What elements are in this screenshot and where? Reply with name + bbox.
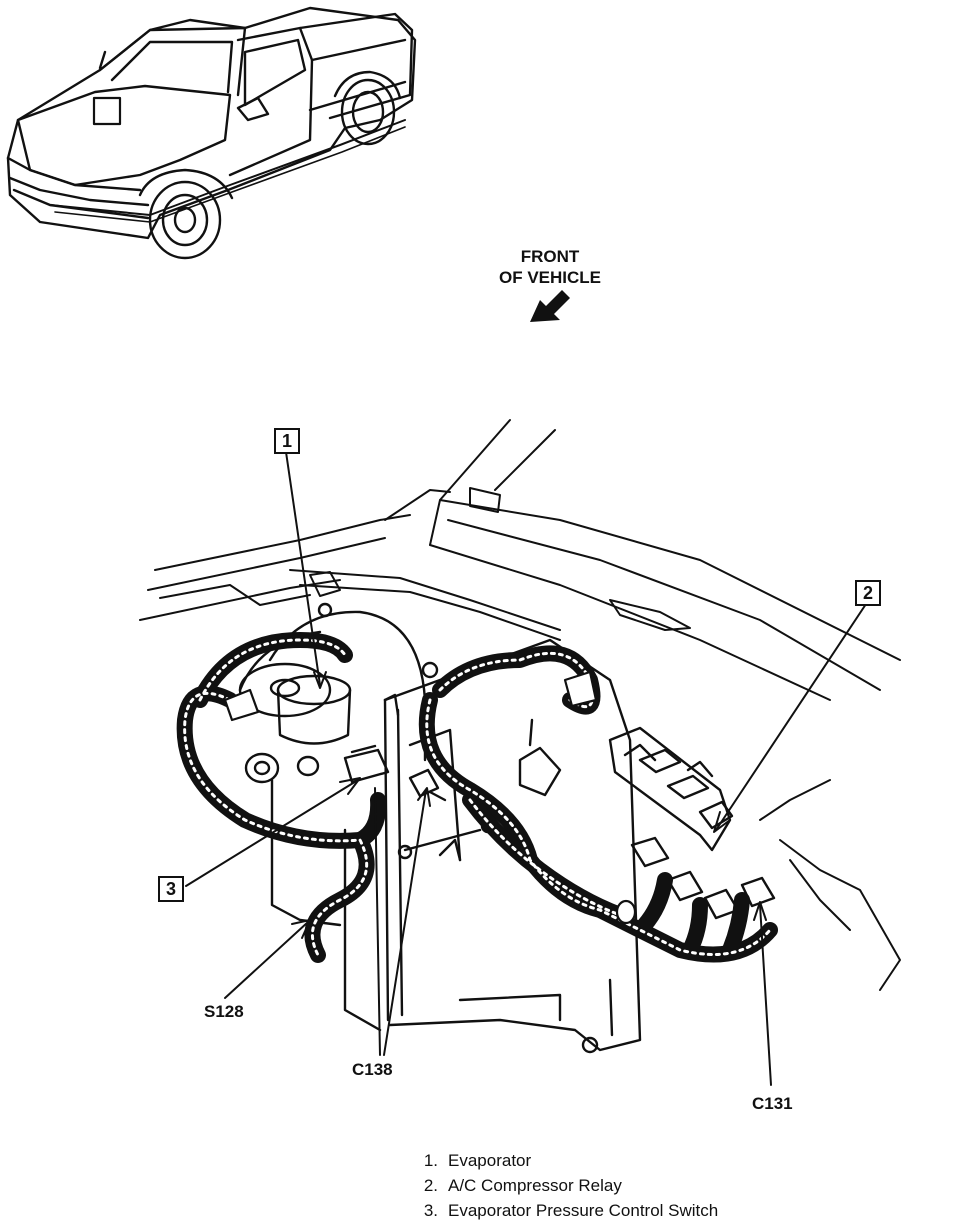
legend-text: Evaporator [448,1151,532,1170]
legend-item: 3. Evaporator Pressure Control Switch [404,1198,718,1223]
harness-clips [223,670,637,925]
front-direction-arrow [530,290,570,322]
pressure-switch-connector [343,744,447,802]
front-of-vehicle-label: FRONT OF VEHICLE [480,246,620,288]
leader-lines [185,451,867,1086]
legend-number: 2. [423,1176,438,1195]
legend-number: 1. [423,1151,438,1170]
engine-bay-structure [139,419,901,991]
legend-item: 1. Evaporator [404,1148,718,1173]
connector-label-c138: C138 [352,1060,393,1079]
callout-box-2: 2 [855,580,881,606]
parts-legend: 1. Evaporator 2. A/C Compressor Relay 3.… [404,1148,718,1223]
legend-text: Evaporator Pressure Control Switch [448,1201,719,1220]
connector-label-c131: C131 [752,1094,793,1113]
callout-box-3: 3 [158,876,184,902]
front-label-line2: OF VEHICLE [498,268,601,287]
truck-locator-illustration [6,6,417,260]
legend-item: 2. A/C Compressor Relay [404,1173,718,1198]
callout-box-1: 1 [274,428,300,454]
legend-number: 3. [423,1201,438,1220]
wiring-harness-ribbing [183,638,772,957]
connector-label-s128: S128 [204,1002,244,1021]
front-label-line1: FRONT [520,247,580,266]
relay-block [608,726,776,920]
legend-text: A/C Compressor Relay [448,1176,622,1195]
